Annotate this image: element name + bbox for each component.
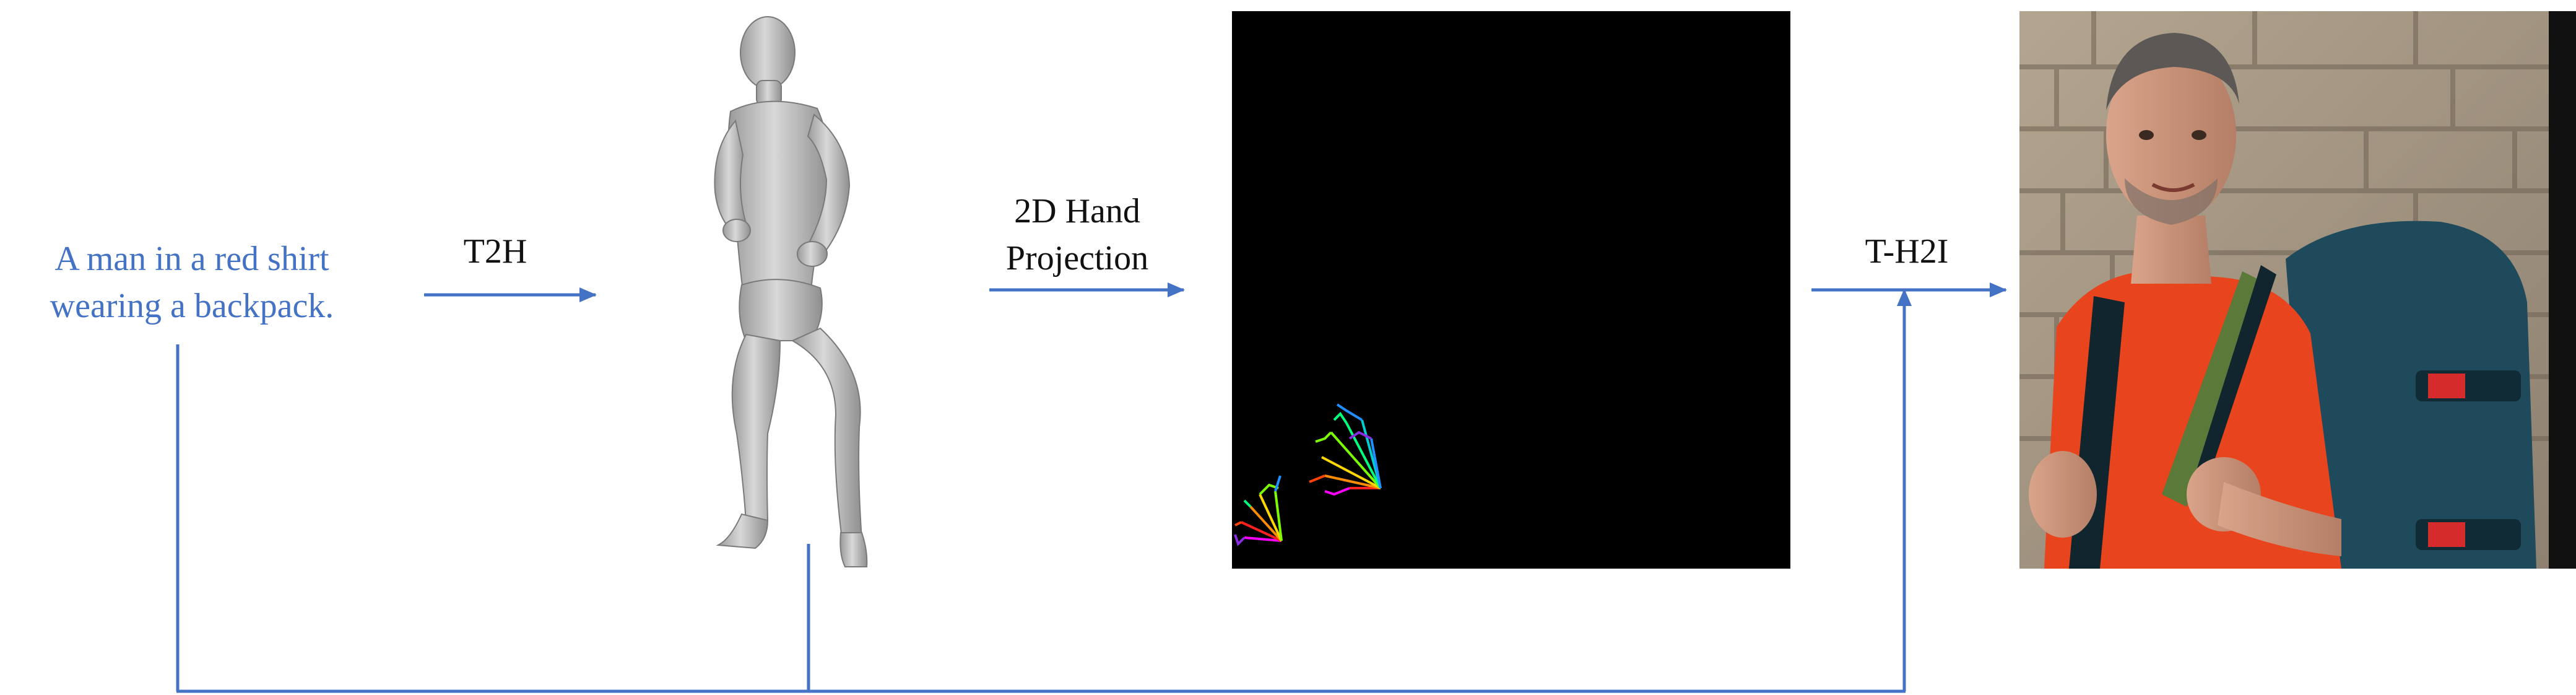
- output-photo-image: [2019, 11, 2576, 569]
- pose-background: [1232, 11, 1790, 569]
- hand-skeleton-left: [1234, 475, 1283, 546]
- step-label-t2h: T2H: [463, 232, 527, 271]
- input-text-line-1: A man in a red shirt: [54, 240, 329, 278]
- projection-line-1: 2D Hand: [1014, 192, 1140, 230]
- step-label-th2i: T-H2I: [1865, 232, 1949, 271]
- hand-pose-map: [1232, 11, 1790, 569]
- human-mesh-icon: [714, 16, 868, 567]
- backpack: [2286, 221, 2536, 569]
- projection-line-2: Projection: [1005, 239, 1149, 278]
- hand-skeleton-right: [1309, 403, 1382, 496]
- input-text-line-2: wearing a backpack.: [50, 287, 334, 325]
- man-head: [2106, 48, 2236, 222]
- mesh-head: [740, 16, 796, 89]
- input-text-prompt: A man in a red shirt wearing a backpack.: [19, 235, 365, 330]
- step-label-projection: 2D Hand Projection: [953, 188, 1201, 282]
